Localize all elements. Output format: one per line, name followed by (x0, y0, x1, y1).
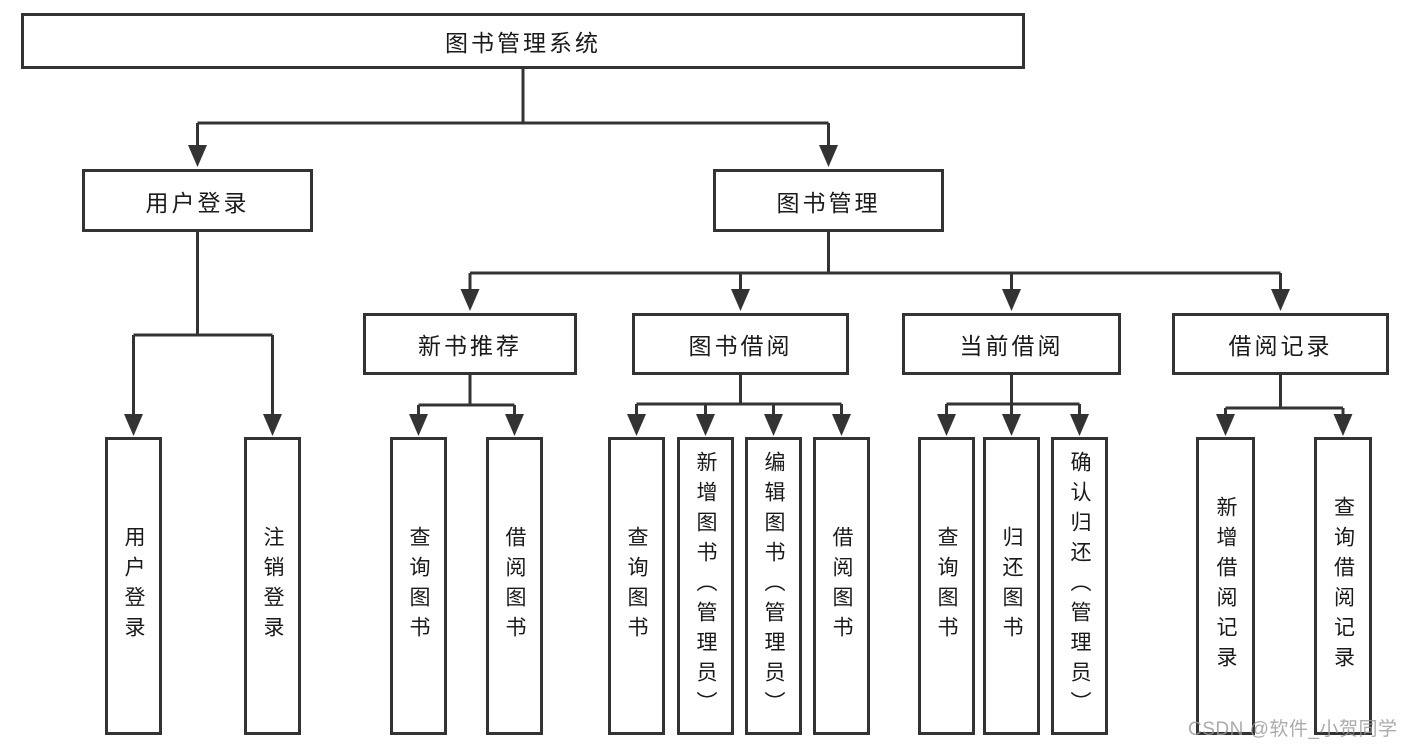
node-leaf-add-borrow-record: 新增借阅记录 (1196, 437, 1255, 735)
node-leaf-confirm-return-admin: 确认归还（管理员） (1051, 437, 1108, 735)
node-leaf-query-books-current: 查询图书 (918, 437, 975, 735)
node-leaf-borrow-books-borrowing: 借阅图书 (813, 437, 870, 735)
node-leaf-logout: 注销登录 (244, 437, 301, 735)
node-leaf-query-books-recommend: 查询图书 (390, 437, 447, 735)
node-borrowing-records: 借阅记录 (1172, 313, 1389, 375)
node-user-login-branch: 用户登录 (82, 169, 313, 232)
node-leaf-return-books: 归还图书 (983, 437, 1040, 735)
node-leaf-edit-books-admin: 编辑图书（管理员） (745, 437, 802, 735)
node-book-borrowing: 图书借阅 (632, 313, 849, 375)
node-current-borrowing: 当前借阅 (902, 313, 1121, 375)
node-leaf-query-borrow-record: 查询借阅记录 (1314, 437, 1372, 735)
node-library-management-system: 图书管理系统 (21, 13, 1025, 69)
node-leaf-add-books-admin: 新增图书（管理员） (677, 437, 734, 735)
node-leaf-query-books-borrowing: 查询图书 (608, 437, 665, 735)
node-new-book-recommend: 新书推荐 (363, 313, 577, 375)
node-leaf-borrow-books-recommend: 借阅图书 (486, 437, 543, 735)
node-book-management: 图书管理 (713, 169, 944, 232)
csdn-watermark: CSDN @软件_小贺同学 (1188, 719, 1398, 740)
node-leaf-user-login: 用户登录 (105, 437, 162, 735)
